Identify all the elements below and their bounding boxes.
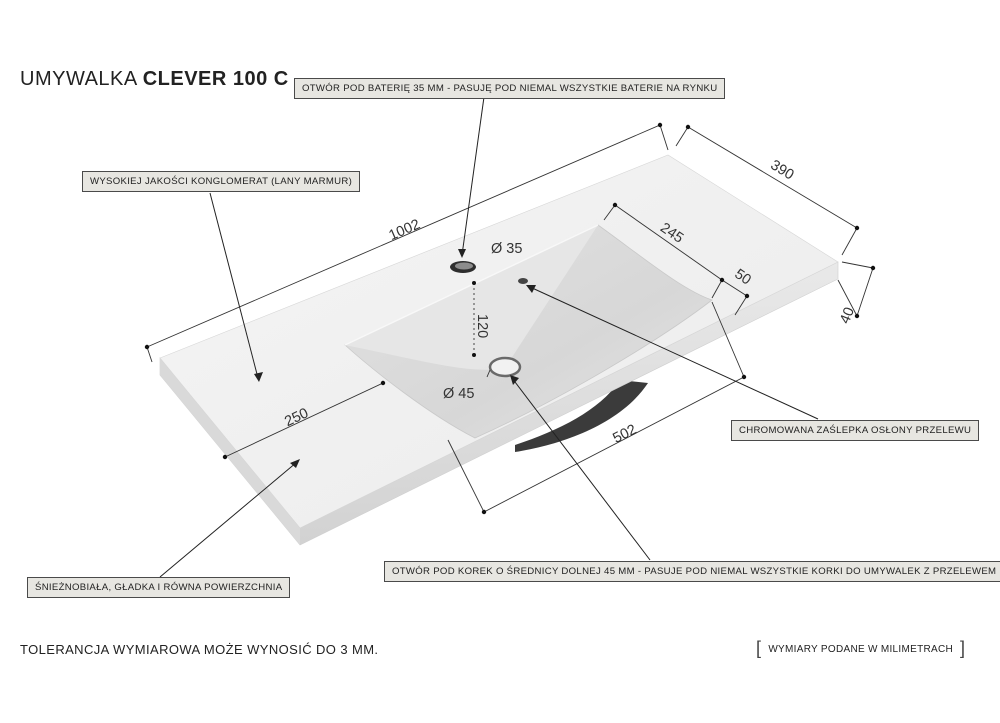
- tolerance-note: TOLERANCJA WYMIAROWA MOŻE WYNOSIĆ DO 3 M…: [20, 642, 379, 657]
- units-bracket-close: ]: [960, 638, 966, 658]
- bowl-underside: [515, 380, 648, 452]
- dim-depth: 390: [768, 157, 797, 183]
- units-bracket-open: [: [756, 638, 762, 658]
- callout-surface: ŚNIEŻNOBIAŁA, GŁADKA I RÓWNA POWIERZCHNI…: [27, 577, 291, 598]
- basin-left-edge: [160, 358, 300, 545]
- faucet-hole-rim: [455, 262, 473, 270]
- dimension-dots: [144, 122, 876, 515]
- title-model: CLEVER 100 C: [142, 68, 289, 90]
- title-prefix: UMYWALKA: [20, 68, 143, 90]
- units-note: [ WYMIARY PODANE W MILIMETRACH]: [756, 638, 965, 659]
- callout-overflow-cap: CHROMOWANA ZAŚLEPKA OSŁONY PRZELEWU: [731, 420, 980, 441]
- bowl-rim-highlight: [344, 224, 599, 346]
- leader-arrows: [254, 249, 536, 468]
- overflow-cap-icon: [518, 278, 528, 284]
- dim-faucet-diameter: Ø 35: [491, 241, 522, 257]
- bowl-inner-wall: [345, 225, 598, 370]
- page-title: UMYWALKA CLEVER 100 C: [20, 68, 289, 91]
- dimension-lines: [146, 124, 874, 513]
- callout-faucet-hole: OTWÓR POD BATERIĘ 35 MM - PASUJĘ POD NIE…: [294, 78, 726, 99]
- leader-lines: [159, 96, 819, 578]
- callout-material: WYSOKIEJ JAKOŚCI KONGLOMERAT (LANY MARMU…: [82, 171, 361, 192]
- units-text: WYMIARY PODANE W MILIMETRACH: [768, 644, 954, 655]
- dim-length: 1002: [387, 216, 423, 244]
- dim-bowl-length: 502: [610, 422, 639, 447]
- drain-hole-icon: [488, 356, 522, 378]
- dim-faucet-to-drain: 120: [474, 314, 490, 338]
- callout-drain-hole: OTWÓR POD KOREK O ŚREDNICY DOLNEJ 45 MM …: [384, 561, 1000, 582]
- dim-bowl-offset: 50: [732, 266, 754, 288]
- dim-drain-diameter: Ø 45: [443, 386, 474, 402]
- dim-height: 40: [837, 305, 858, 326]
